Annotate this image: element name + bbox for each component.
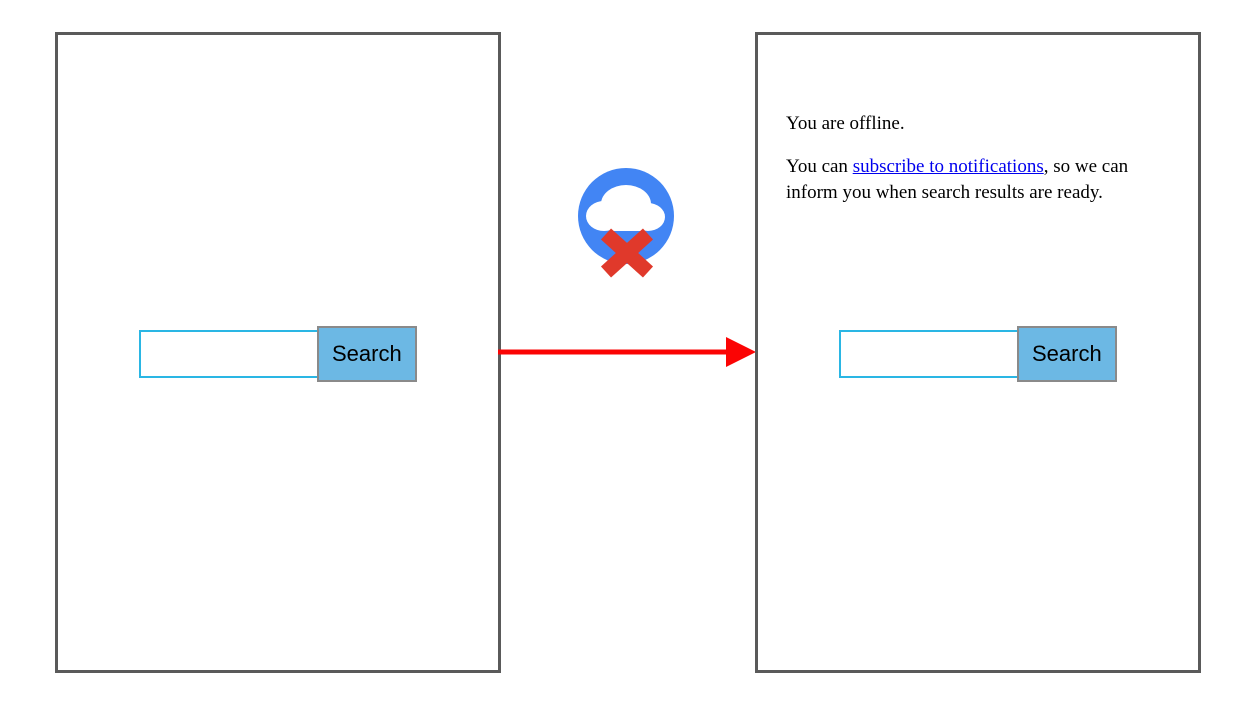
cloud-offline-icon — [578, 168, 674, 278]
subscribe-suffix-text: , so we can inform you when search resul… — [786, 156, 1129, 203]
error-cross-icon — [600, 228, 654, 278]
panel-before-online: Search — [55, 32, 501, 673]
offline-subscribe-paragraph: You can subscribe to notifications, so w… — [786, 154, 1178, 205]
panel-after-offline: You are offline. You can subscribe to no… — [755, 32, 1201, 673]
search-input-before[interactable] — [139, 330, 317, 378]
transition-arrow — [498, 337, 756, 367]
offline-message: You are offline. You can subscribe to no… — [786, 111, 1178, 205]
subscribe-to-notifications-link[interactable]: subscribe to notifications — [852, 156, 1044, 178]
search-input-after[interactable] — [839, 330, 1017, 378]
search-widget-before: Search — [139, 326, 417, 382]
search-button-after[interactable]: Search — [1017, 326, 1117, 382]
subscribe-prefix-text: You can — [786, 156, 853, 178]
cloud-shape — [586, 185, 665, 231]
search-button-before[interactable]: Search — [317, 326, 417, 382]
search-widget-after: Search — [839, 326, 1117, 382]
arrow-head — [726, 337, 756, 367]
offline-status-text: You are offline. — [786, 113, 905, 134]
